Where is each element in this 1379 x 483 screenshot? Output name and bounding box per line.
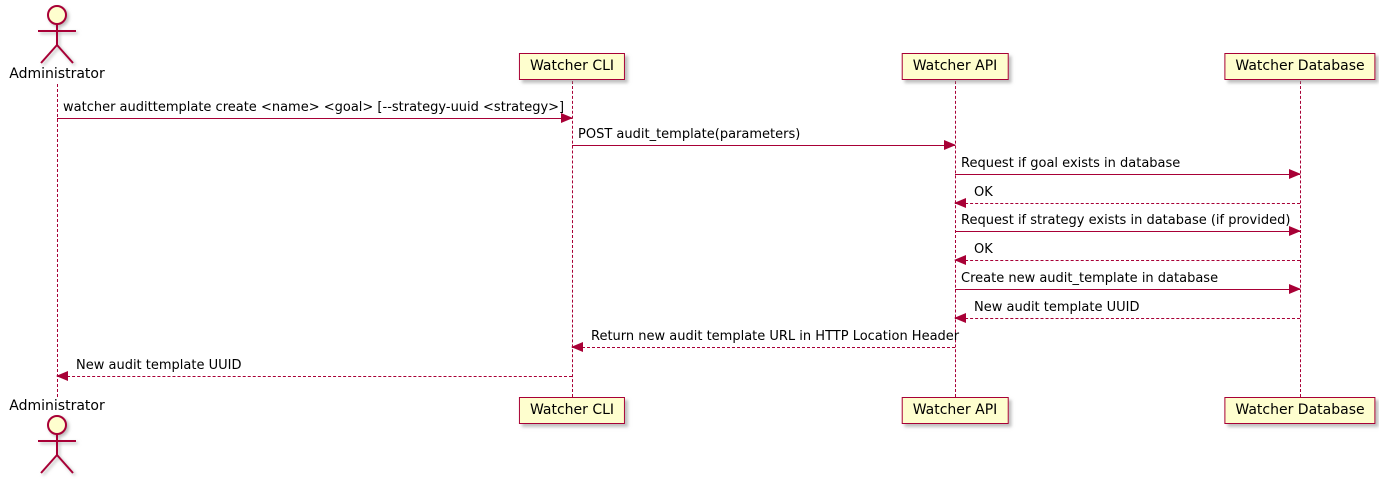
- message-6-label: OK: [974, 242, 993, 257]
- message-1: watcher audittemplate create <name> <goa…: [57, 100, 573, 123]
- participant-watcher-api-bottom: Watcher API: [901, 397, 1009, 424]
- actor-label-bottom: Administrator: [9, 398, 105, 414]
- message-3: Request if goal exists in database: [955, 156, 1301, 179]
- message-9-label: Return new audit template URL in HTTP Lo…: [591, 329, 960, 344]
- lifeline-watcher-cli: [572, 81, 573, 397]
- message-5: Request if strategy exists in database (…: [955, 213, 1301, 236]
- lifeline-watcher-database: [1300, 81, 1301, 397]
- message-10: New audit template UUID: [56, 358, 572, 381]
- participant-watcher-database-top: Watcher Database: [1224, 53, 1376, 80]
- actor-icon-bottom: [29, 413, 85, 479]
- lifeline-administrator: [57, 84, 58, 397]
- message-10-label: New audit template UUID: [76, 358, 242, 373]
- message-8-label: New audit template UUID: [974, 300, 1140, 315]
- message-7: Create new audit_template in database: [955, 271, 1301, 294]
- message-4: OK: [954, 185, 1300, 208]
- message-4-label: OK: [974, 185, 993, 200]
- actor-icon: [29, 3, 85, 69]
- message-7-label: Create new audit_template in database: [961, 271, 1219, 286]
- message-3-label: Request if goal exists in database: [961, 156, 1181, 171]
- participant-watcher-database-bottom: Watcher Database: [1224, 397, 1376, 424]
- message-8: New audit template UUID: [954, 300, 1300, 323]
- message-1-label: watcher audittemplate create <name> <goa…: [63, 100, 565, 115]
- lifeline-watcher-api: [955, 81, 956, 397]
- participant-watcher-api-top: Watcher API: [901, 53, 1009, 80]
- participant-watcher-cli-bottom: Watcher CLI: [518, 397, 626, 424]
- message-9: Return new audit template URL in HTTP Lo…: [571, 329, 959, 352]
- message-2-label: POST audit_template(parameters): [578, 127, 801, 142]
- message-6: OK: [954, 242, 1300, 265]
- message-5-label: Request if strategy exists in database (…: [961, 213, 1291, 228]
- actor-label-top: Administrator: [9, 66, 105, 82]
- message-2: POST audit_template(parameters): [572, 127, 956, 150]
- participant-watcher-cli-top: Watcher CLI: [518, 53, 626, 80]
